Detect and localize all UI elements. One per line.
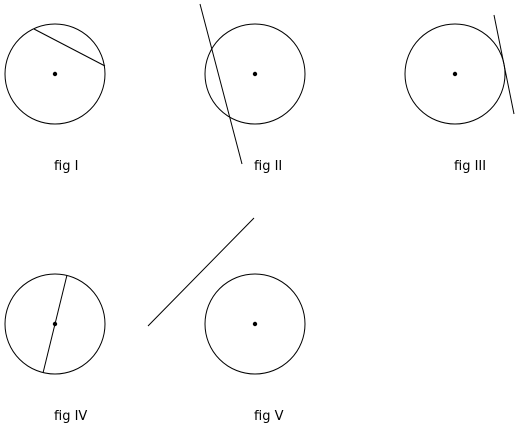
figure-5-center-dot xyxy=(252,321,258,327)
figure-5: fig V xyxy=(147,217,306,424)
figure-2: fig II xyxy=(199,3,306,174)
figure-3: fig III xyxy=(404,14,515,174)
figure-1-center-dot xyxy=(52,71,58,77)
figure-4-diameter xyxy=(42,274,68,374)
figure-1-chord xyxy=(33,28,106,67)
figure-2-label: fig II xyxy=(254,159,282,174)
figure-5-label: fig V xyxy=(254,409,284,424)
figure-3-circle xyxy=(404,23,506,125)
figure-4-label: fig IV xyxy=(54,409,87,424)
figure-3-center-dot xyxy=(452,71,458,77)
figure-5-line xyxy=(147,217,255,327)
figure-4-circle xyxy=(4,273,106,375)
figure-1-label: fig I xyxy=(54,159,78,174)
figure-4: fig IV xyxy=(4,273,106,424)
figure-1-circle xyxy=(4,23,106,125)
figure-3-tangent xyxy=(493,14,515,115)
figure-2-circle xyxy=(204,23,306,125)
figure-5-circle xyxy=(204,273,306,375)
figure-1: fig I xyxy=(4,23,106,174)
figure-2-secant xyxy=(199,3,243,165)
figure-3-label: fig III xyxy=(454,159,486,174)
figure-2-center-dot xyxy=(252,71,258,77)
